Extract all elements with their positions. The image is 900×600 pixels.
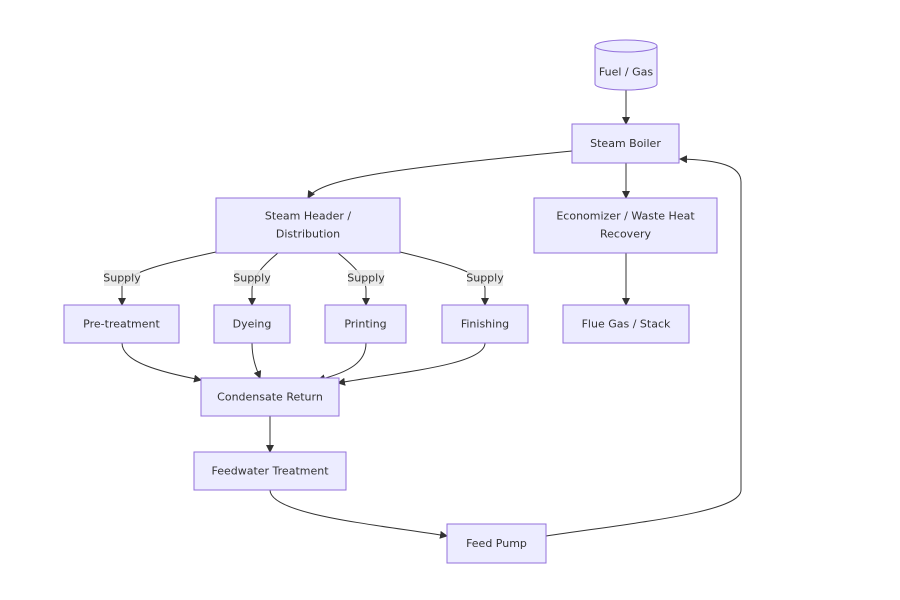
edge-boiler-to-header: [307, 150, 573, 199]
edges: [118, 90, 742, 539]
node-economizer-label-line1: Economizer / Waste Heat: [556, 210, 695, 223]
node-flue-gas-stack-label: Flue Gas / Stack: [582, 318, 671, 331]
nodes: Fuel / Gas Steam Boiler Steam Header / D…: [63, 39, 718, 564]
node-steam-header-label-line1: Steam Header /: [265, 210, 352, 223]
edge-pump-to-boiler: [545, 155, 742, 537]
node-feed-pump-label: Feed Pump: [466, 537, 527, 550]
edge-labels: Supply Supply Supply Supply: [103, 270, 504, 286]
edge-label-supply-pretreatment: Supply: [103, 272, 141, 285]
node-steam-header-label-line2: Distribution: [276, 228, 340, 241]
node-feed-pump[interactable]: Feed Pump: [446, 523, 547, 564]
node-steam-boiler[interactable]: Steam Boiler: [571, 123, 680, 164]
node-printing-label: Printing: [344, 318, 386, 331]
node-steam-header[interactable]: Steam Header / Distribution: [215, 197, 401, 254]
node-economizer[interactable]: Economizer / Waste Heat Recovery: [533, 197, 718, 254]
node-feedwater-treatment-label: Feedwater Treatment: [211, 465, 329, 478]
node-condensate-return-label: Condensate Return: [217, 391, 323, 404]
edge-pretreatment-to-condensate: [121, 342, 202, 383]
edge-dyeing-to-condensate: [251, 342, 262, 379]
node-finishing-label: Finishing: [461, 318, 509, 331]
node-printing[interactable]: Printing: [324, 304, 407, 344]
node-fuel-gas[interactable]: Fuel / Gas: [594, 39, 658, 91]
node-pre-treatment[interactable]: Pre-treatment: [63, 304, 180, 344]
node-economizer-label-line2: Recovery: [600, 228, 651, 241]
edge-label-supply-printing: Supply: [347, 272, 385, 285]
edge-label-supply-dyeing: Supply: [233, 272, 271, 285]
edge-feedwater-to-pump: [269, 489, 448, 539]
node-finishing[interactable]: Finishing: [441, 304, 529, 344]
node-pre-treatment-label: Pre-treatment: [83, 318, 160, 331]
node-fuel-gas-label: Fuel / Gas: [599, 66, 653, 79]
node-dyeing[interactable]: Dyeing: [213, 304, 291, 344]
node-feedwater-treatment[interactable]: Feedwater Treatment: [193, 451, 347, 491]
node-dyeing-label: Dyeing: [233, 318, 272, 331]
node-flue-gas-stack[interactable]: Flue Gas / Stack: [562, 304, 690, 344]
edge-label-supply-finishing: Supply: [466, 272, 504, 285]
node-steam-boiler-label: Steam Boiler: [590, 137, 661, 150]
edge-header-to-finishing: [399, 251, 489, 306]
edge-finishing-to-condensate: [337, 342, 486, 386]
edge-printing-to-condensate: [317, 342, 367, 383]
node-condensate-return[interactable]: Condensate Return: [200, 377, 340, 417]
database-cylinder-icon: [594, 39, 658, 91]
